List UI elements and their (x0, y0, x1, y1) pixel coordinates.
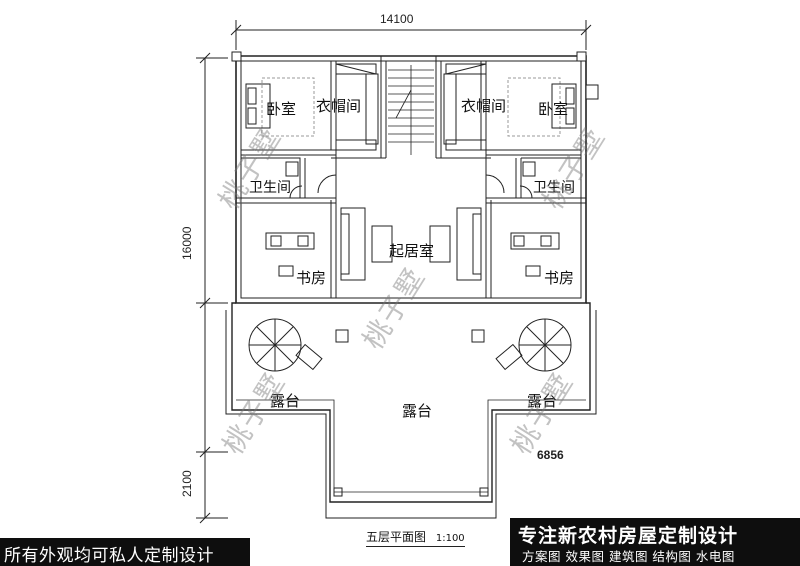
bedroom-left-label: 卧室 (266, 100, 297, 118)
custom-design-text: 所有外观均可私人定制设计 (4, 546, 214, 566)
promo-services: 方案图 效果图 建筑图 结构图 水电图 (522, 549, 735, 564)
study-right-label: 书房 (544, 269, 575, 287)
terrace-width-dimension: 6856 (537, 448, 564, 462)
closet-right-label: 衣帽间 (461, 97, 507, 115)
plan-title-text: 五层平面图 (366, 530, 427, 544)
closet-left-label: 衣帽间 (316, 97, 362, 115)
plan-title: 五层平面图 1:100 (366, 528, 465, 547)
left-lower-dimension: 2100 (180, 470, 194, 497)
promo-banner: 专注新农村房屋定制设计 方案图 效果图 建筑图 结构图 水电图 (510, 518, 800, 566)
bath-right-label: 卫生间 (533, 180, 575, 196)
custom-design-banner: 所有外观均可私人定制设计 (0, 538, 250, 566)
left-main-dimension: 16000 (180, 226, 194, 260)
study-left-label: 书房 (296, 269, 327, 287)
promo-headline: 专注新农村房屋定制设计 (518, 525, 739, 547)
bath-left-label: 卫生间 (249, 180, 291, 196)
terrace-right-label: 露台 (527, 392, 558, 410)
plan-scale: 1:100 (435, 533, 465, 544)
bedroom-right-label: 卧室 (538, 100, 569, 118)
terrace-center-label: 露台 (402, 402, 433, 420)
living-room-label: 起居室 (389, 242, 435, 260)
terrace-left-label: 露台 (270, 392, 301, 410)
top-dimension: 14100 (380, 12, 414, 26)
